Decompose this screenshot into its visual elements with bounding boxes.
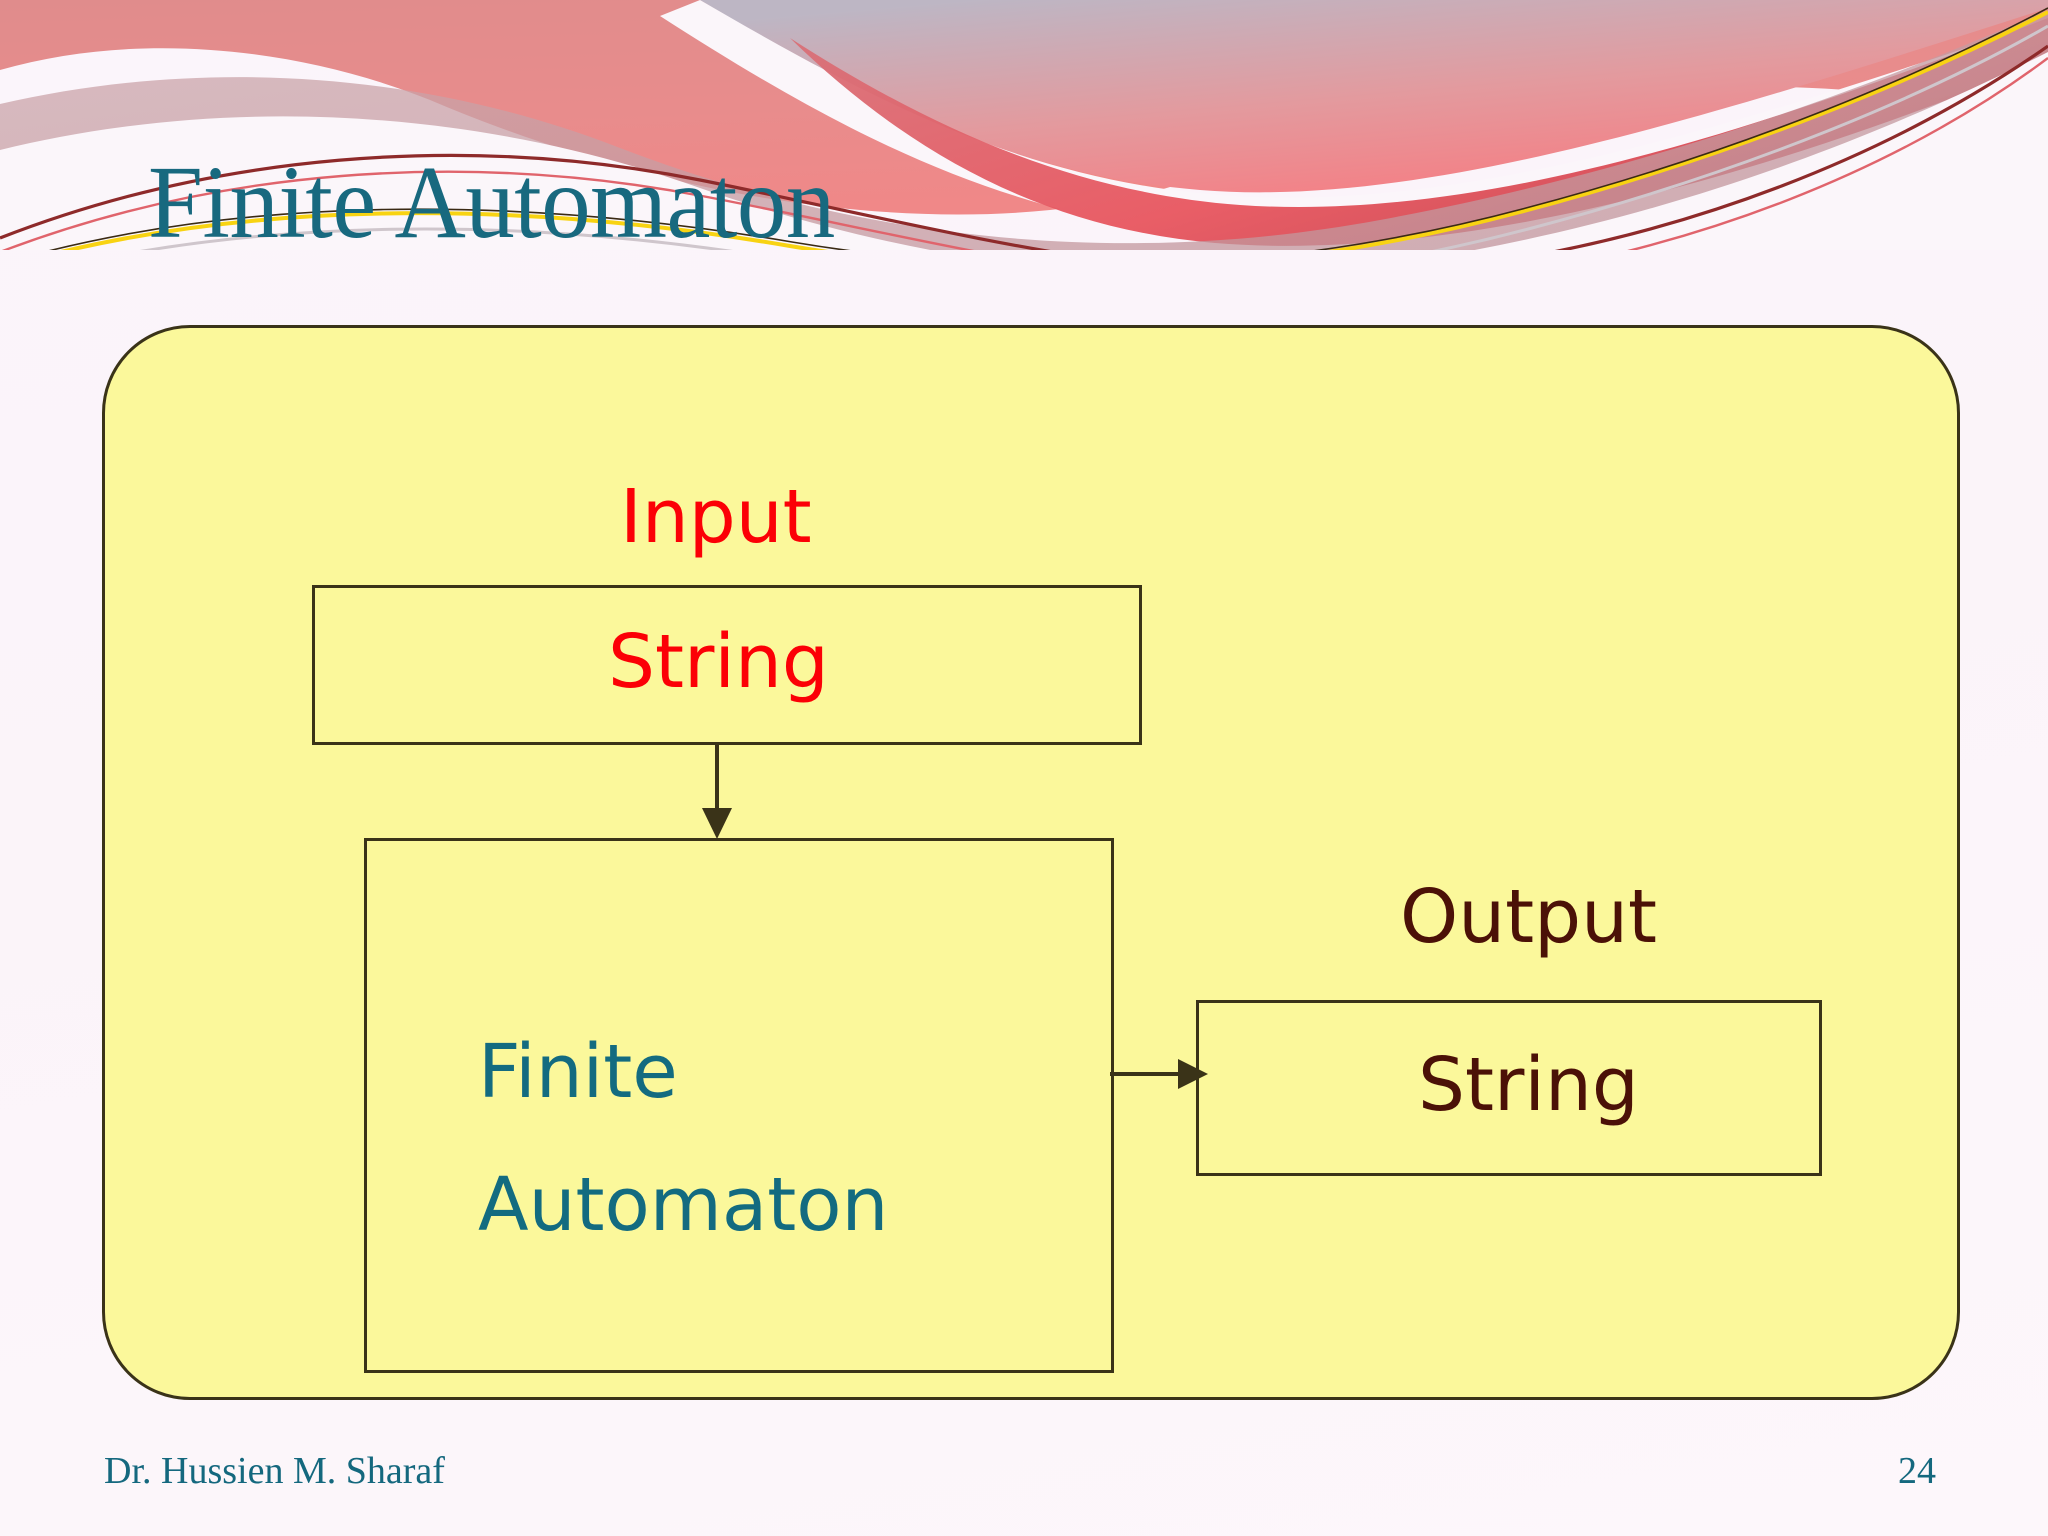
arrow-down-icon <box>702 742 732 839</box>
output-string-label: String <box>1418 1042 1639 1128</box>
output-label: Output <box>1400 874 1658 960</box>
page-title: Finite Automaton <box>148 145 835 260</box>
finite-automaton-label-line2: Automaton <box>478 1162 889 1248</box>
output-string-box <box>1196 1000 1822 1176</box>
finite-automaton-box <box>364 838 1114 1373</box>
arrow-right-icon <box>1110 1059 1208 1089</box>
finite-automaton-label-line1: Finite <box>478 1029 678 1115</box>
input-label: Input <box>620 474 812 560</box>
footer-author: Dr. Hussien M. Sharaf <box>104 1450 445 1492</box>
footer-page-number: 24 <box>1898 1450 1936 1492</box>
input-string-box <box>312 585 1142 745</box>
input-string-label: String <box>608 619 829 705</box>
diagram-container <box>102 325 1960 1400</box>
